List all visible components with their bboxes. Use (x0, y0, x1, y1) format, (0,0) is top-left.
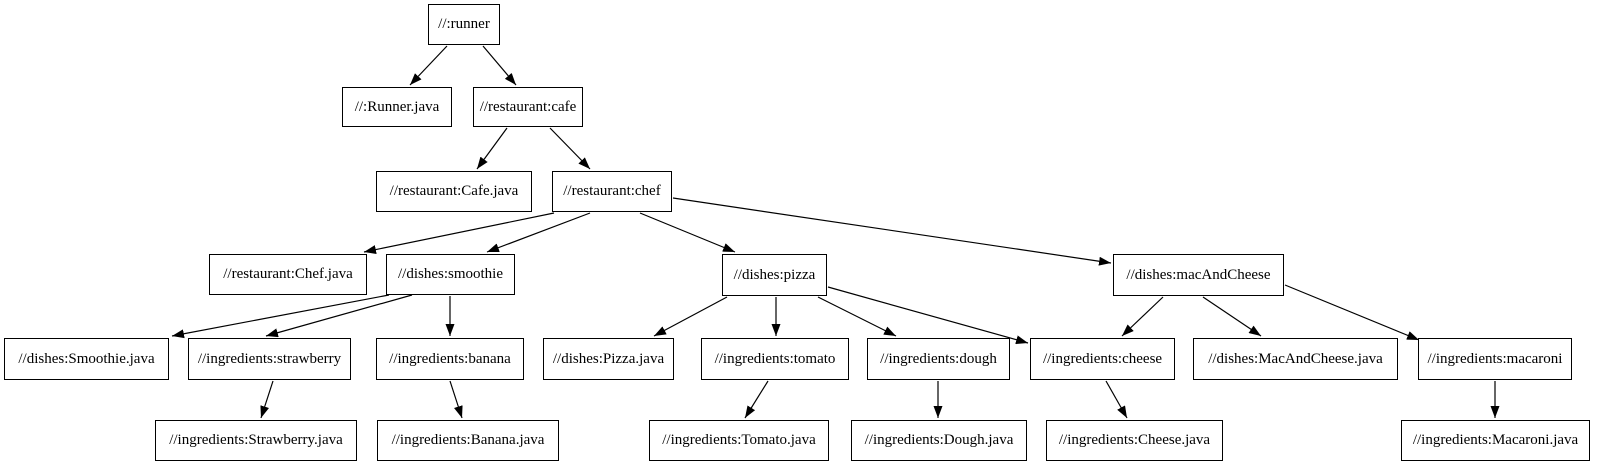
edge-smoothie-to-strawberry (265, 294, 413, 338)
graph-node-cheese-java: //ingredients:Cheese.java (1046, 420, 1223, 461)
edge-macandcheese-to-macandcheese-java (1202, 296, 1262, 337)
graph-node-pizza-java: //dishes:Pizza.java (543, 338, 674, 380)
graph-node-macandcheese: //dishes:macAndCheese (1113, 254, 1284, 296)
graph-node-pizza: //dishes:pizza (722, 254, 827, 296)
graph-node-smoothie: //dishes:smoothie (386, 254, 515, 295)
edge-banana-to-banana-java (449, 380, 463, 419)
graph-node-strawberry: //ingredients:strawberry (188, 338, 351, 380)
edge-chef-to-macandcheese (672, 197, 1112, 266)
edge-macandcheese-to-cheese (1121, 296, 1164, 337)
graph-node-banana-java: //ingredients:Banana.java (377, 420, 559, 461)
graph-node-cheese: //ingredients:cheese (1030, 338, 1175, 380)
graph-node-dough-java: //ingredients:Dough.java (851, 420, 1027, 461)
edge-strawberry-to-strawberry-java (260, 380, 274, 419)
graph-node-chef-java: //restaurant:Chef.java (209, 254, 367, 295)
graph-node-strawberry-java: //ingredients:Strawberry.java (155, 420, 357, 461)
edge-cafe-to-cafe-java (476, 127, 508, 170)
graph-node-chef: //restaurant:chef (552, 171, 672, 212)
edge-pizza-to-cheese (827, 286, 1029, 345)
graph-node-smoothie-java: //dishes:Smoothie.java (4, 338, 169, 380)
edge-tomato-to-tomato-java (744, 380, 769, 419)
edge-runner-to-cafe (482, 45, 517, 86)
graph-node-macaroni-java: //ingredients:Macaroni.java (1401, 420, 1590, 461)
edge-chef-to-chef-java (363, 212, 555, 254)
graph-node-runner: //:runner (428, 4, 500, 45)
graph-node-tomato: //ingredients:tomato (701, 338, 849, 380)
graph-node-dough: //ingredients:dough (867, 338, 1010, 380)
edge-chef-to-smoothie (486, 212, 591, 253)
edge-pizza-to-pizza-java (653, 296, 728, 337)
edge-macandcheese-to-macaroni (1284, 284, 1420, 341)
edge-group (171, 45, 1500, 419)
graph-node-cafe-java: //restaurant:Cafe.java (376, 171, 532, 212)
edge-cheese-to-cheese-java (1105, 380, 1128, 419)
graph-node-macandcheese-java: //dishes:MacAndCheese.java (1193, 338, 1398, 380)
graph-node-macaroni: //ingredients:macaroni (1418, 338, 1572, 380)
edge-runner-to-runner-java (409, 45, 448, 86)
graph-node-banana: //ingredients:banana (376, 338, 524, 380)
edge-smoothie-to-smoothie-java (171, 294, 390, 339)
graph-node-tomato-java: //ingredients:Tomato.java (649, 420, 829, 461)
edge-pizza-to-dough (817, 296, 897, 337)
graph-node-cafe: //restaurant:cafe (473, 87, 583, 127)
edge-chef-to-pizza (639, 212, 736, 253)
edge-cafe-to-chef (549, 127, 591, 170)
graph-node-runner-java: //:Runner.java (342, 87, 452, 127)
